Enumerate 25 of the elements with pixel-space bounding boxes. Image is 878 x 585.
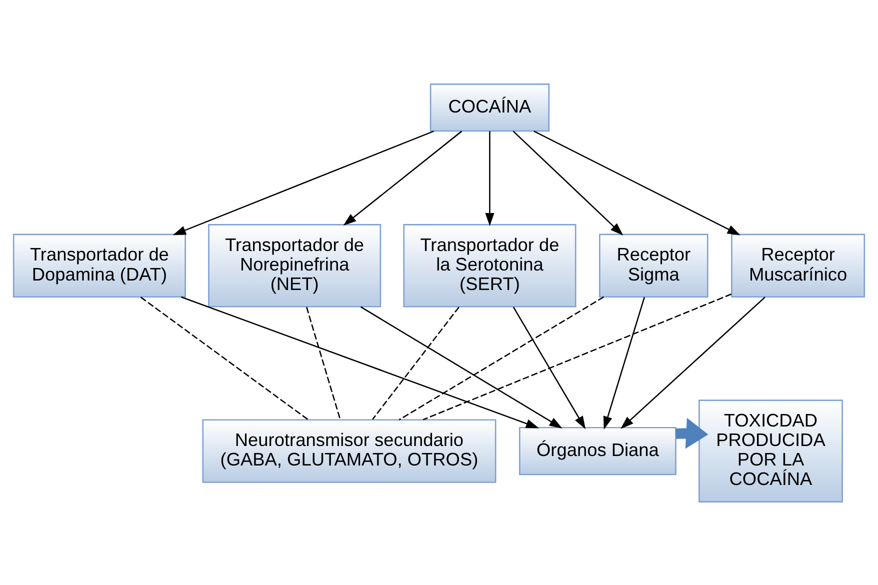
arrow bbox=[172, 130, 434, 235]
connector bbox=[140, 296, 309, 420]
node-box: Receptor Sigma bbox=[599, 233, 708, 298]
arrow bbox=[512, 306, 586, 429]
node-box: Neurotransmisor secundario (GABA, GLUTAMATO, OTROS) bbox=[202, 418, 496, 482]
node-box: Transportador de Norepinefrina (NET) bbox=[208, 224, 382, 307]
connector bbox=[372, 306, 460, 420]
node-box: COCAÍNA bbox=[430, 83, 550, 132]
connector bbox=[398, 296, 604, 420]
arrow bbox=[534, 130, 740, 235]
arrow bbox=[676, 417, 708, 448]
arrow bbox=[512, 130, 624, 235]
arrow bbox=[603, 296, 646, 429]
arrow bbox=[343, 130, 462, 226]
arrow bbox=[485, 130, 494, 226]
arrow bbox=[180, 296, 539, 428]
node-box: Transportador de Dopamina (DAT) bbox=[12, 233, 186, 298]
node-box: Transportador de la Serotonina (SERT) bbox=[403, 224, 576, 307]
arrow bbox=[620, 296, 766, 428]
arrow bbox=[360, 306, 562, 428]
connector bbox=[306, 306, 341, 420]
node-box: Receptor Muscarínico bbox=[731, 233, 866, 298]
connector bbox=[422, 293, 732, 420]
node-box: TOXICDAD PRODUCIDA POR LA COCAÍNA bbox=[698, 399, 843, 502]
node-box: Órganos Diana bbox=[519, 426, 676, 475]
